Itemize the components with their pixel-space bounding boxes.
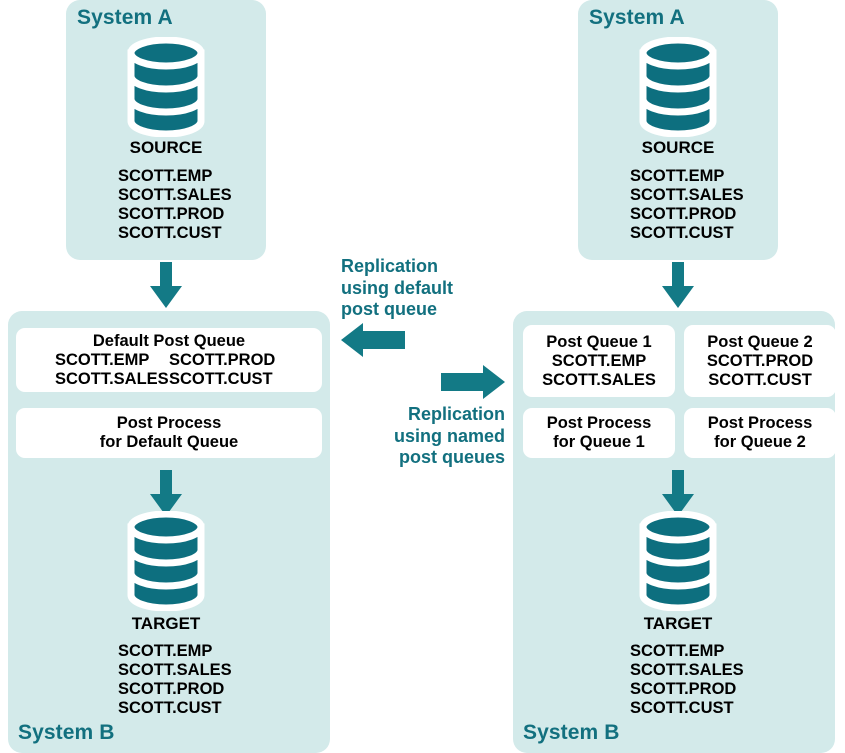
table-name: SCOTT.SALES [118, 661, 232, 679]
right-system-a-title: System A [589, 6, 685, 29]
post-process-queue-1-card[interactable]: Post Process for Queue 1 [523, 408, 675, 458]
table-name: SCOTT.CUST [169, 370, 273, 388]
table-name: SCOTT.CUST [118, 224, 222, 242]
post-process-line-2: for Queue 2 [714, 433, 806, 451]
table-name: SCOTT.EMP [118, 167, 213, 185]
caption-line-2: using default [341, 277, 453, 298]
table-name: SCOTT.SALES [542, 371, 656, 389]
table-name: SCOTT.PROD [169, 351, 276, 369]
right-target-label: TARGET [643, 614, 713, 633]
post-process-line-1: Post Process [116, 414, 222, 432]
table-name: SCOTT.SALES [118, 186, 232, 204]
post-process-queue-2-card[interactable]: Post Process for Queue 2 [684, 408, 836, 458]
caption-line-3: post queues [398, 447, 505, 467]
table-name: SCOTT.SALES [630, 186, 744, 204]
table-name: SCOTT.CUST [708, 371, 812, 389]
caption-line-1: Replication [341, 256, 439, 276]
right-target-table-list: SCOTT.EMP SCOTT.SALES SCOTT.PROD SCOTT.C… [630, 642, 744, 718]
right-system-b-title: System B [523, 721, 620, 744]
left-arrow-process-to-target [150, 470, 182, 516]
caption-line-1: Replication [407, 404, 505, 424]
right-source-database-icon [639, 37, 717, 137]
arrow-right-icon [441, 365, 505, 399]
right-arrow-source-to-queue [662, 262, 694, 308]
post-queue-1-card[interactable]: Post Queue 1 SCOTT.EMP SCOTT.SALES [523, 325, 675, 397]
table-name: SCOTT.EMP [55, 351, 150, 369]
table-name: SCOTT.PROD [630, 205, 737, 223]
post-process-line-2: for Queue 1 [553, 433, 645, 451]
left-target-database-icon [127, 511, 205, 611]
left-source-label: SOURCE [129, 138, 203, 157]
right-source-table-list: SCOTT.EMP SCOTT.SALES SCOTT.PROD SCOTT.C… [630, 167, 744, 243]
post-process-line-1: Post Process [546, 414, 652, 432]
table-name: SCOTT.CUST [118, 699, 222, 717]
right-source-label: SOURCE [641, 138, 715, 157]
arrow-left-icon [341, 323, 405, 357]
right-arrow-process-to-target [662, 470, 694, 516]
table-name: SCOTT.PROD [706, 352, 814, 370]
queue-table-row: SCOTT.SALES SCOTT.CUST [16, 370, 322, 389]
table-name: SCOTT.PROD [118, 205, 225, 223]
caption-line-3: post queue [341, 299, 438, 319]
table-name: SCOTT.EMP [630, 167, 725, 185]
table-name: SCOTT.EMP [630, 642, 725, 660]
table-name: SCOTT.PROD [118, 680, 225, 698]
default-replication-caption: Replication using default post queue [341, 256, 453, 321]
left-system-b-title: System B [18, 721, 115, 744]
table-name: SCOTT.CUST [630, 224, 734, 242]
post-queue-2-card[interactable]: Post Queue 2 SCOTT.PROD SCOTT.CUST [684, 325, 836, 397]
table-name: SCOTT.SALES [55, 370, 169, 388]
default-post-process-card[interactable]: Post Process for Default Queue [16, 408, 322, 458]
default-post-queue-title: Default Post Queue [92, 332, 246, 350]
left-source-database-icon [127, 37, 205, 137]
caption-line-2: using named [393, 425, 505, 446]
queue-table-row: SCOTT.EMP SCOTT.PROD [16, 351, 322, 370]
table-name: SCOTT.EMP [118, 642, 213, 660]
table-name: SCOTT.EMP [551, 352, 647, 370]
left-target-label: TARGET [131, 614, 201, 633]
table-name: SCOTT.PROD [630, 680, 737, 698]
default-post-queue-card[interactable]: Default Post Queue SCOTT.EMP SCOTT.PROD … [16, 328, 322, 392]
post-process-line-1: Post Process [707, 414, 813, 432]
right-target-database-icon [639, 511, 717, 611]
table-name: SCOTT.CUST [630, 699, 734, 717]
left-system-a-title: System A [77, 6, 173, 29]
post-queue-1-title: Post Queue 1 [546, 333, 652, 351]
table-name: SCOTT.SALES [630, 661, 744, 679]
left-target-table-list: SCOTT.EMP SCOTT.SALES SCOTT.PROD SCOTT.C… [118, 642, 232, 718]
post-process-line-2: for Default Queue [99, 433, 239, 451]
left-arrow-source-to-queue [150, 262, 182, 308]
left-source-table-list: SCOTT.EMP SCOTT.SALES SCOTT.PROD SCOTT.C… [118, 167, 232, 243]
post-queue-2-title: Post Queue 2 [707, 333, 813, 351]
named-replication-caption: Replication using named post queues [345, 404, 505, 469]
